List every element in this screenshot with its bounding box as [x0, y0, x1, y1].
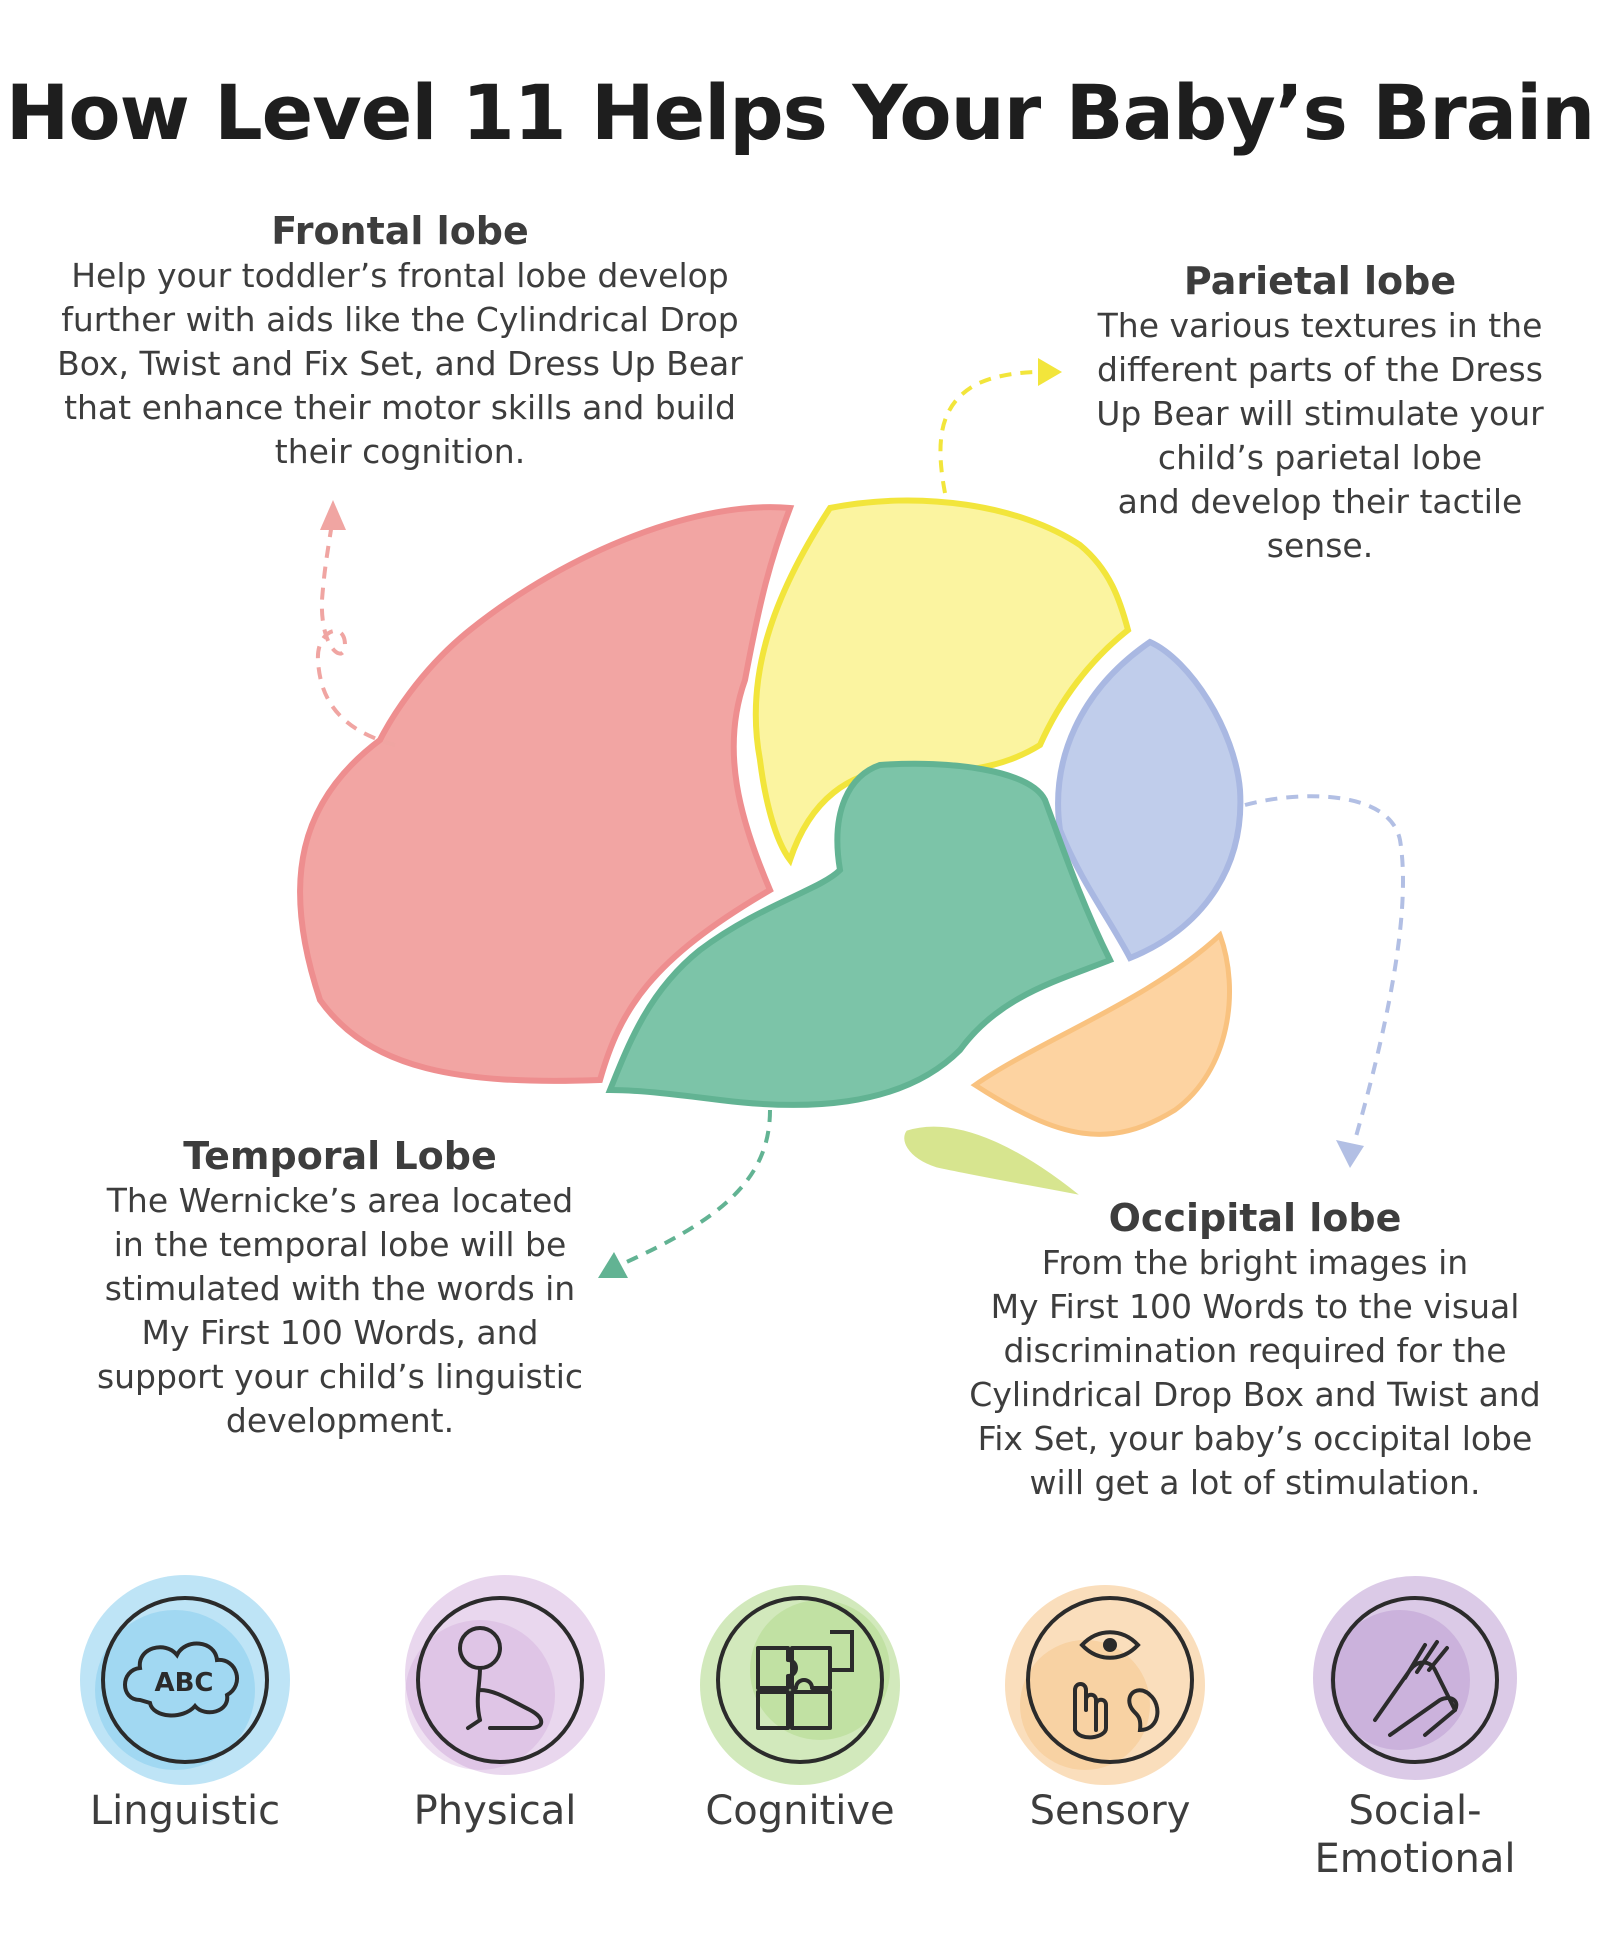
parietal-lobe-text: Parietal lobe The various textures in th…	[1060, 258, 1580, 568]
temporal-lobe	[605, 760, 1115, 1108]
category-label-physical: Physical	[413, 1788, 577, 1834]
parietal-lobe-description: The various textures in the different pa…	[1096, 306, 1544, 565]
category-label-cognitive: Cognitive	[705, 1788, 895, 1834]
temporal-lobe-text: Temporal Lobe The Wernicke’s area locate…	[60, 1133, 620, 1443]
frontal-arrow	[315, 514, 396, 747]
parietal-arrow	[938, 370, 1041, 494]
temporal-arrowhead	[598, 1252, 628, 1278]
frontal-lobe	[297, 504, 795, 1084]
cerebellum-lobe	[970, 930, 1232, 1137]
frontal-arrowhead	[320, 500, 346, 530]
occipital-lobe	[1055, 638, 1244, 962]
brainstem-lobe	[898, 1120, 1092, 1203]
temporal-lobe-title: Temporal Lobe	[183, 1134, 497, 1178]
parietal-arrowhead	[1038, 358, 1062, 386]
category-label-linguistic: Linguistic	[89, 1788, 281, 1834]
brain-diagram	[297, 358, 1405, 1278]
frontal-lobe-description: Help your toddler’s frontal lobe develop…	[57, 256, 743, 471]
occipital-lobe-title: Occipital lobe	[1108, 1196, 1402, 1240]
category-label-sensory: Sensory	[1029, 1788, 1191, 1834]
occipital-lobe-text: Occipital lobe From the bright images in…	[955, 1195, 1555, 1505]
occipital-arrow	[1244, 794, 1405, 1141]
abc-cloud-icon: ABC	[65, 1560, 305, 1800]
page-title: How Level 11 Helps Your Baby’s Brain	[5, 68, 1595, 157]
occipital-arrowhead	[1336, 1140, 1364, 1168]
senses-icon	[990, 1560, 1230, 1800]
abc-icon-text: ABC	[154, 1668, 213, 1698]
occipital-lobe-description: From the bright images in My First 100 W…	[969, 1243, 1541, 1502]
holding-hands-icon	[1295, 1560, 1535, 1800]
puzzle-icon	[680, 1560, 920, 1800]
parietal-lobe-title: Parietal lobe	[1183, 259, 1457, 303]
temporal-arrow	[619, 1109, 772, 1267]
frontal-lobe-text: Frontal lobe Help your toddler’s frontal…	[50, 208, 750, 474]
crawling-baby-icon	[380, 1560, 620, 1800]
temporal-lobe-description: The Wernicke’s area located in the tempo…	[96, 1181, 584, 1440]
category-label-social-emotional: Social- Emotional	[1314, 1788, 1516, 1882]
frontal-lobe-title: Frontal lobe	[271, 209, 529, 253]
